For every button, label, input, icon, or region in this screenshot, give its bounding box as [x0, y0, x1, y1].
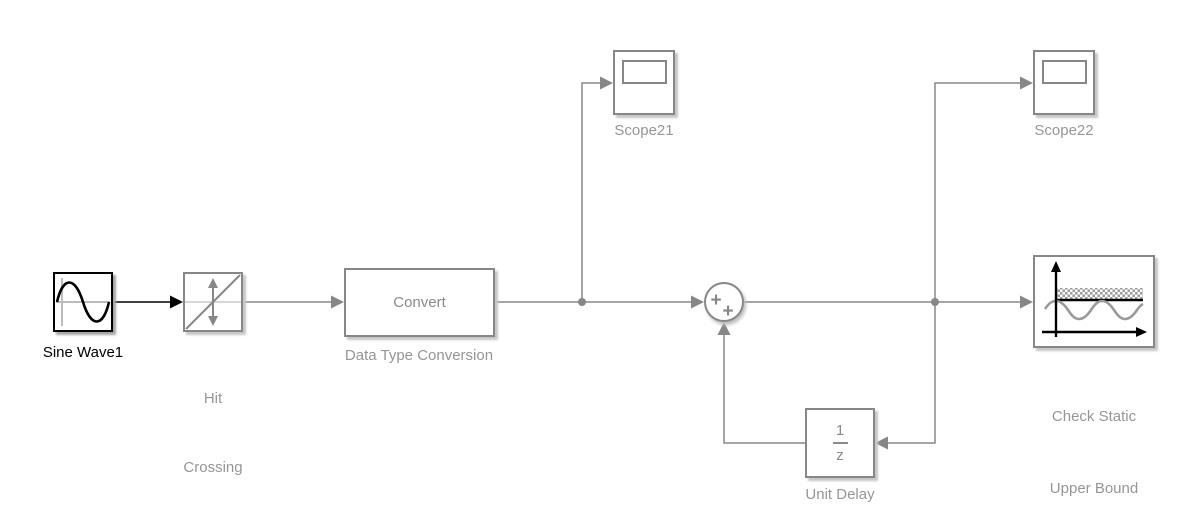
block-sum[interactable]: + + [704, 282, 744, 322]
block-scope21[interactable] [613, 50, 675, 115]
block-label-unit-delay[interactable]: Unit Delay [805, 486, 875, 503]
block-label-scope22[interactable]: Scope22 [1034, 122, 1094, 139]
scope-icon [1042, 60, 1087, 84]
block-sine-wave[interactable] [53, 272, 113, 332]
hit-crossing-label-line2: Crossing [183, 459, 243, 476]
block-label-check-static-upper-bound[interactable]: Check Static Upper Bound [1024, 357, 1164, 517]
block-hit-crossing[interactable] [183, 272, 243, 332]
wire-conversion-to-sum[interactable] [495, 295, 704, 309]
sum-plus-left: + [710, 290, 722, 311]
block-label-hit-crossing[interactable]: Hit Crossing [153, 341, 273, 517]
check-label-line2: Upper Bound [1049, 480, 1139, 497]
sine-wave-icon [55, 278, 111, 326]
wire-sinewave-to-hitcrossing[interactable] [113, 295, 183, 309]
block-label-data-type-conversion[interactable]: Data Type Conversion [344, 347, 494, 364]
block-scope22[interactable] [1033, 50, 1095, 115]
unit-delay-numerator: 1 [835, 422, 845, 439]
sum-plus-bottom: + [722, 301, 734, 322]
block-label-sine-wave[interactable]: Sine Wave1 [42, 344, 124, 361]
wire-unitdelay-to-sum[interactable] [717, 322, 806, 444]
wire-sum-to-check[interactable] [744, 295, 1033, 309]
scope-icon [622, 60, 667, 84]
unit-delay-denominator: z [836, 447, 844, 464]
hit-crossing-label-line1: Hit [203, 390, 223, 407]
wire-hitcrossing-to-conversion[interactable] [243, 295, 344, 309]
block-unit-delay[interactable]: 1 z [805, 408, 875, 478]
wire-branch-to-unitdelay[interactable] [875, 302, 936, 450]
check-upper-bound-icon [1042, 261, 1147, 337]
check-label-line1: Check Static [1051, 408, 1137, 425]
convert-text: Convert [393, 294, 446, 311]
wire-branch-to-scope22[interactable] [934, 76, 1033, 303]
block-data-type-conversion[interactable]: Convert [344, 268, 495, 337]
hit-crossing-icon [185, 274, 241, 330]
wire-branch-to-scope21[interactable] [581, 76, 613, 303]
block-check-static-upper-bound[interactable] [1033, 255, 1155, 348]
unit-delay-fraction-bar [832, 442, 848, 444]
block-label-scope21[interactable]: Scope21 [614, 122, 674, 139]
